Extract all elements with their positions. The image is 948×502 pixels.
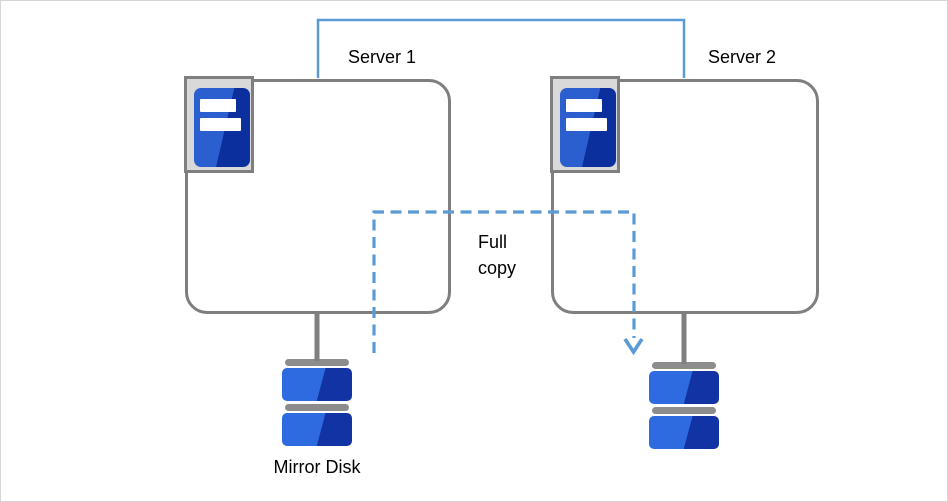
server2-disk-stack-icon (649, 362, 719, 452)
server1-label: Server 1 (348, 47, 417, 67)
disk-bar (285, 359, 349, 366)
disk-platter (649, 416, 719, 449)
disk-bar (652, 407, 716, 414)
arrow-down-icon (623, 338, 644, 356)
disk-bar (285, 404, 349, 411)
server2-label: Server 2 (708, 47, 777, 67)
full-copy-label: Full copy (478, 232, 517, 278)
server-slot-bar (200, 99, 236, 112)
server-tower-icon (550, 76, 620, 173)
server-slot-bar (566, 118, 607, 131)
server-tower-body (560, 88, 616, 167)
server-slot-bar (566, 99, 602, 112)
mirror-disk-label: Mirror Disk (273, 457, 361, 477)
server-tower-body (194, 88, 250, 167)
disk-platter (282, 413, 352, 446)
disk-platter (649, 371, 719, 404)
disk-bar (652, 362, 716, 369)
server-slot-bar (200, 118, 241, 131)
server-tower-icon (184, 76, 254, 173)
disk-platter (282, 368, 352, 401)
mirror-disk-stack-icon (282, 359, 352, 449)
